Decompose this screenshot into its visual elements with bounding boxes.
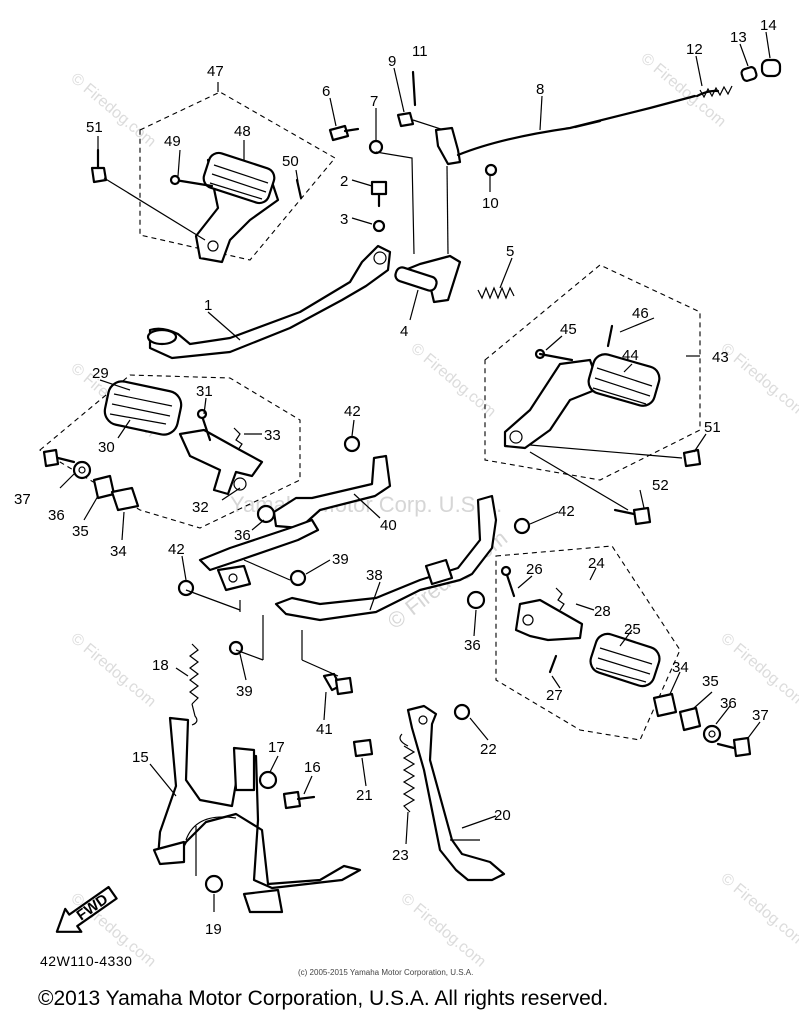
callout-48: 48 [234, 123, 251, 140]
svg-text:© Firedog.com: © Firedog.com [67, 70, 158, 151]
callout-46: 46 [632, 305, 649, 322]
callout-22: 22 [480, 741, 497, 758]
callout-21: 21 [356, 787, 373, 804]
callout-13: 13 [730, 29, 747, 46]
callout-16: 16 [304, 759, 321, 776]
callout-41: 41 [316, 721, 333, 738]
callout-17: 17 [268, 739, 285, 756]
callout-31: 31 [196, 383, 213, 400]
callout-2: 2 [340, 173, 348, 190]
callout-42: 42 [344, 403, 361, 420]
callout-32: 32 [192, 499, 209, 516]
footrest-assembly-47 [90, 91, 336, 264]
callout-26: 26 [526, 561, 543, 578]
footrest-assembly-43 [484, 264, 702, 526]
callout-44: 44 [622, 347, 639, 364]
callout-3: 3 [340, 211, 348, 228]
svg-text:© Firedog.com: © Firedog.com [717, 340, 799, 421]
callout-51-right: 51 [704, 419, 721, 436]
callout-30: 30 [98, 439, 115, 456]
callout-36-right: 36 [464, 637, 481, 654]
svg-text:© Firedog.com: © Firedog.com [397, 890, 488, 971]
callout-5: 5 [506, 243, 514, 260]
callout-43: 43 [712, 349, 729, 366]
callout-7: 7 [370, 93, 378, 110]
callout-49: 49 [164, 133, 181, 150]
shift-linkage [328, 58, 782, 304]
callout-10: 10 [482, 195, 499, 212]
callout-37: 37 [14, 491, 31, 508]
callout-35-right: 35 [702, 673, 719, 690]
callout-47: 47 [207, 63, 224, 80]
reference-code: 42W110-4330 [40, 953, 133, 969]
callout-36-far: 36 [720, 695, 737, 712]
callout-36-mid: 36 [234, 527, 251, 544]
footrest-brackets [177, 435, 531, 696]
callout-37-right: 37 [752, 707, 769, 724]
copyright-notice: ©2013 Yamaha Motor Corporation, U.S.A. A… [38, 987, 609, 1010]
footrest-assembly-29 [39, 374, 301, 529]
callout-34-right: 34 [672, 659, 689, 676]
callout-24: 24 [588, 555, 605, 572]
svg-text:© Firedog.com: © Firedog.com [717, 870, 799, 951]
callout-42-right: 42 [558, 503, 575, 520]
callout-33: 33 [264, 427, 281, 444]
callout-51: 51 [86, 119, 103, 136]
callout-40: 40 [380, 517, 397, 534]
small-copyright: (c) 2005-2015 Yamaha Motor Corporation, … [298, 968, 474, 977]
footrest-assembly-24 [495, 545, 752, 758]
callout-45: 45 [560, 321, 577, 338]
leader-lines [59, 31, 771, 912]
callout-4: 4 [400, 323, 408, 340]
callout-8: 8 [536, 81, 544, 98]
callout-9: 9 [388, 53, 396, 70]
callout-23: 23 [392, 847, 409, 864]
stands [152, 643, 506, 914]
callout-29: 29 [92, 365, 109, 382]
callout-1: 1 [204, 297, 212, 314]
callout-39: 39 [332, 551, 349, 568]
svg-text:© Firedog.com: © Firedog.com [67, 630, 158, 711]
callout-15: 15 [132, 749, 149, 766]
callout-14: 14 [760, 17, 777, 34]
callout-20: 20 [494, 807, 511, 824]
callout-38: 38 [366, 567, 383, 584]
callout-35: 35 [72, 523, 89, 540]
callout-39-lower: 39 [236, 683, 253, 700]
callout-6: 6 [322, 83, 330, 100]
callout-42-left: 42 [168, 541, 185, 558]
callout-27: 27 [546, 687, 563, 704]
callout-28: 28 [594, 603, 611, 620]
callout-18: 18 [152, 657, 169, 674]
shift-pedal-1 [146, 244, 392, 360]
callout-52: 52 [652, 477, 669, 494]
callout-19: 19 [205, 921, 222, 938]
callout-12: 12 [686, 41, 703, 58]
callout-34: 34 [110, 543, 127, 560]
callout-11: 11 [412, 43, 428, 60]
callout-labels: 1 2 3 4 5 6 7 8 9 10 11 12 13 14 15 16 1… [14, 17, 777, 938]
callout-25: 25 [624, 621, 641, 638]
callout-50: 50 [282, 153, 299, 170]
callout-36: 36 [48, 507, 65, 524]
